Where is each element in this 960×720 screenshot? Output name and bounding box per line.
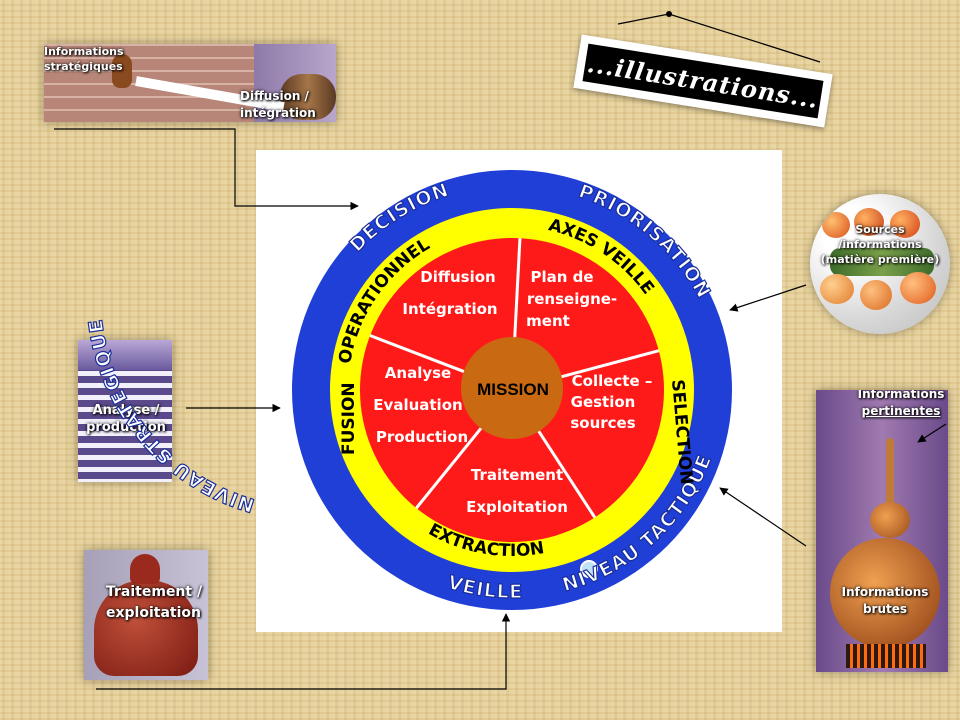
seg-diffusion-1: Diffusion bbox=[420, 268, 495, 286]
segment-divider bbox=[513, 238, 522, 343]
brick-wall-photo: Informations stratégiques Diffusion / in… bbox=[44, 44, 336, 122]
stacked-plates-photo: Analyse / production bbox=[78, 340, 172, 482]
pot-caption-1: Traitement / bbox=[106, 584, 203, 600]
apricot-photo: Sources /informations (matière première) bbox=[810, 194, 950, 334]
banner-hanger bbox=[617, 13, 821, 63]
banner-nail bbox=[666, 11, 672, 17]
segment-dividers bbox=[369, 238, 660, 519]
pot-caption-2: exploitation bbox=[106, 605, 201, 621]
brick-caption-2: stratégiques bbox=[44, 60, 123, 73]
connector-still-label bbox=[917, 423, 947, 443]
seg-collecte-2: Gestion bbox=[571, 393, 636, 411]
apricot-caption-1: Sources /informations bbox=[838, 223, 922, 251]
stack-caption-2: production bbox=[86, 420, 166, 435]
copper-pot-photo: Traitement / exploitation bbox=[84, 550, 208, 680]
seg-plan-2: renseigne- bbox=[527, 290, 617, 308]
seg-plan-3: ment bbox=[526, 312, 570, 330]
brick-caption-3: Diffusion / bbox=[240, 89, 309, 103]
label-niveau-strategique: NIVEAU STRATEGIQUE bbox=[52, 313, 287, 517]
segment-divider bbox=[415, 426, 483, 510]
still-caption-1: Informations bbox=[857, 390, 945, 401]
seg-analyse-1: Analyse bbox=[385, 364, 451, 382]
connector-apricot bbox=[729, 284, 807, 312]
still-caption-3: Informations bbox=[841, 585, 929, 599]
brick-caption-1: Informations bbox=[44, 45, 124, 58]
seg-analyse-3: Production bbox=[376, 428, 468, 446]
mission-label: MISSION bbox=[477, 380, 549, 399]
still-caption-2: pertinentes bbox=[861, 404, 941, 418]
seg-diffusion-2: Intégration bbox=[402, 300, 497, 318]
connector-brick bbox=[54, 128, 359, 211]
seg-collecte-3: sources bbox=[570, 414, 635, 432]
segment-divider bbox=[536, 429, 597, 519]
seg-plan-1: Plan de bbox=[530, 268, 593, 286]
seg-traitement-2: Exploitation bbox=[466, 498, 568, 516]
seg-traitement-1: Traitement bbox=[471, 466, 563, 484]
barrel-icon bbox=[280, 74, 336, 120]
seg-collecte-1: Collecte – bbox=[572, 372, 653, 390]
connector-pot bbox=[96, 613, 511, 690]
stack-caption-1: Analyse / bbox=[92, 403, 160, 418]
jug-icon bbox=[112, 54, 132, 88]
blue-dot bbox=[580, 560, 598, 578]
label-fusion: FUSION bbox=[339, 382, 359, 455]
connector-still bbox=[719, 487, 807, 547]
still-caption-4: brutes bbox=[862, 602, 908, 616]
apricot-caption-2: (matière première) bbox=[820, 253, 940, 266]
brick-caption-4: intégration bbox=[240, 106, 316, 120]
seg-analyse-2: Evaluation bbox=[373, 396, 462, 414]
mission-center bbox=[461, 337, 563, 439]
segment-divider bbox=[369, 334, 468, 375]
segment-divider bbox=[557, 349, 660, 380]
